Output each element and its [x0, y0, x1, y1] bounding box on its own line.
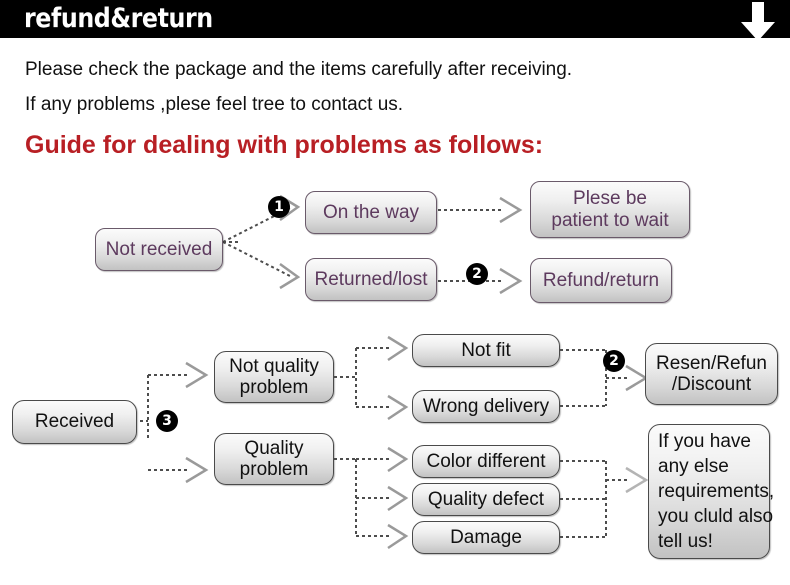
node-quality-defect[interactable]: Quality defect	[412, 483, 560, 516]
connector-received-split	[140, 361, 209, 440]
connector-merge-to-contact	[560, 460, 649, 538]
connector-quality-split	[334, 446, 409, 550]
intro-line-1: Please check the package and the items c…	[25, 59, 573, 80]
badge-2-lower: 2	[603, 350, 625, 372]
guide-heading: Guide for dealing with problems as follo…	[25, 131, 544, 159]
badge-3: 3	[156, 410, 178, 432]
down-arrow-icon	[741, 2, 775, 41]
node-on-the-way[interactable]: On the way	[305, 191, 437, 234]
connector-not-quality-split	[334, 335, 409, 421]
node-color-different[interactable]: Color different	[412, 445, 560, 478]
header-bar	[0, 0, 790, 38]
node-refund-return[interactable]: Refund/return	[530, 258, 672, 303]
connector-received-to-quality	[148, 456, 209, 484]
node-not-fit[interactable]: Not fit	[412, 334, 560, 367]
node-received[interactable]: Received	[12, 400, 137, 444]
connector-on-the-way-to-wait	[438, 196, 523, 224]
intro-line-2: If any problems ,plese feel tree to cont…	[25, 94, 404, 115]
node-resend-refund-discount[interactable]: Resen/Refun/Discount	[645, 343, 778, 405]
node-wrong-delivery[interactable]: Wrong delivery	[412, 390, 560, 423]
badge-1: 1	[268, 196, 290, 218]
page-title: refund&return	[24, 3, 213, 34]
node-damage[interactable]: Damage	[412, 521, 560, 554]
node-returned-lost[interactable]: Returned/lost	[305, 258, 437, 301]
badge-2-upper: 2	[466, 263, 488, 285]
node-not-received[interactable]: Not received	[95, 228, 223, 271]
